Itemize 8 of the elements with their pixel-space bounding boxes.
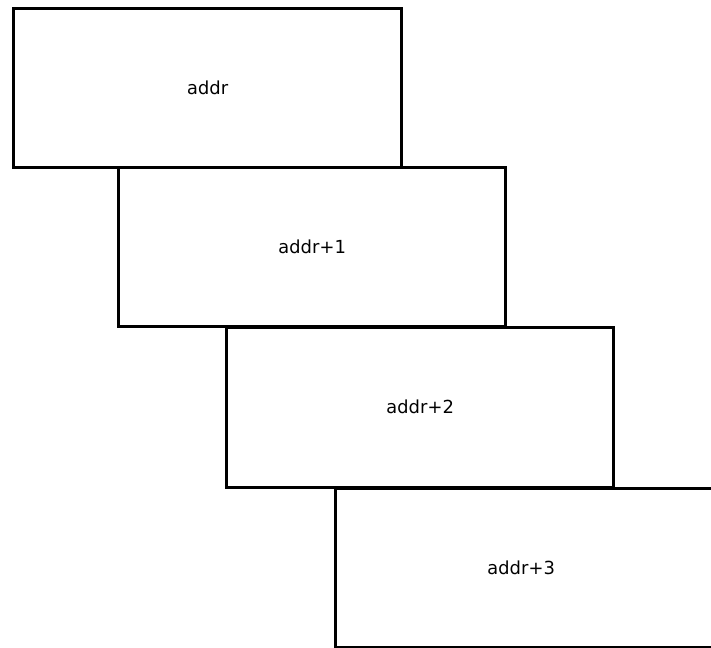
memory-cell-box [334, 487, 711, 648]
memory-cell-box [117, 166, 507, 328]
address-label: addr+3 [487, 558, 556, 578]
memory-cell-box [12, 7, 403, 169]
address-label: addr [186, 78, 228, 98]
memory-cell-box [225, 326, 615, 489]
address-label: addr+2 [386, 397, 454, 418]
address-label: addr+1 [278, 236, 346, 258]
